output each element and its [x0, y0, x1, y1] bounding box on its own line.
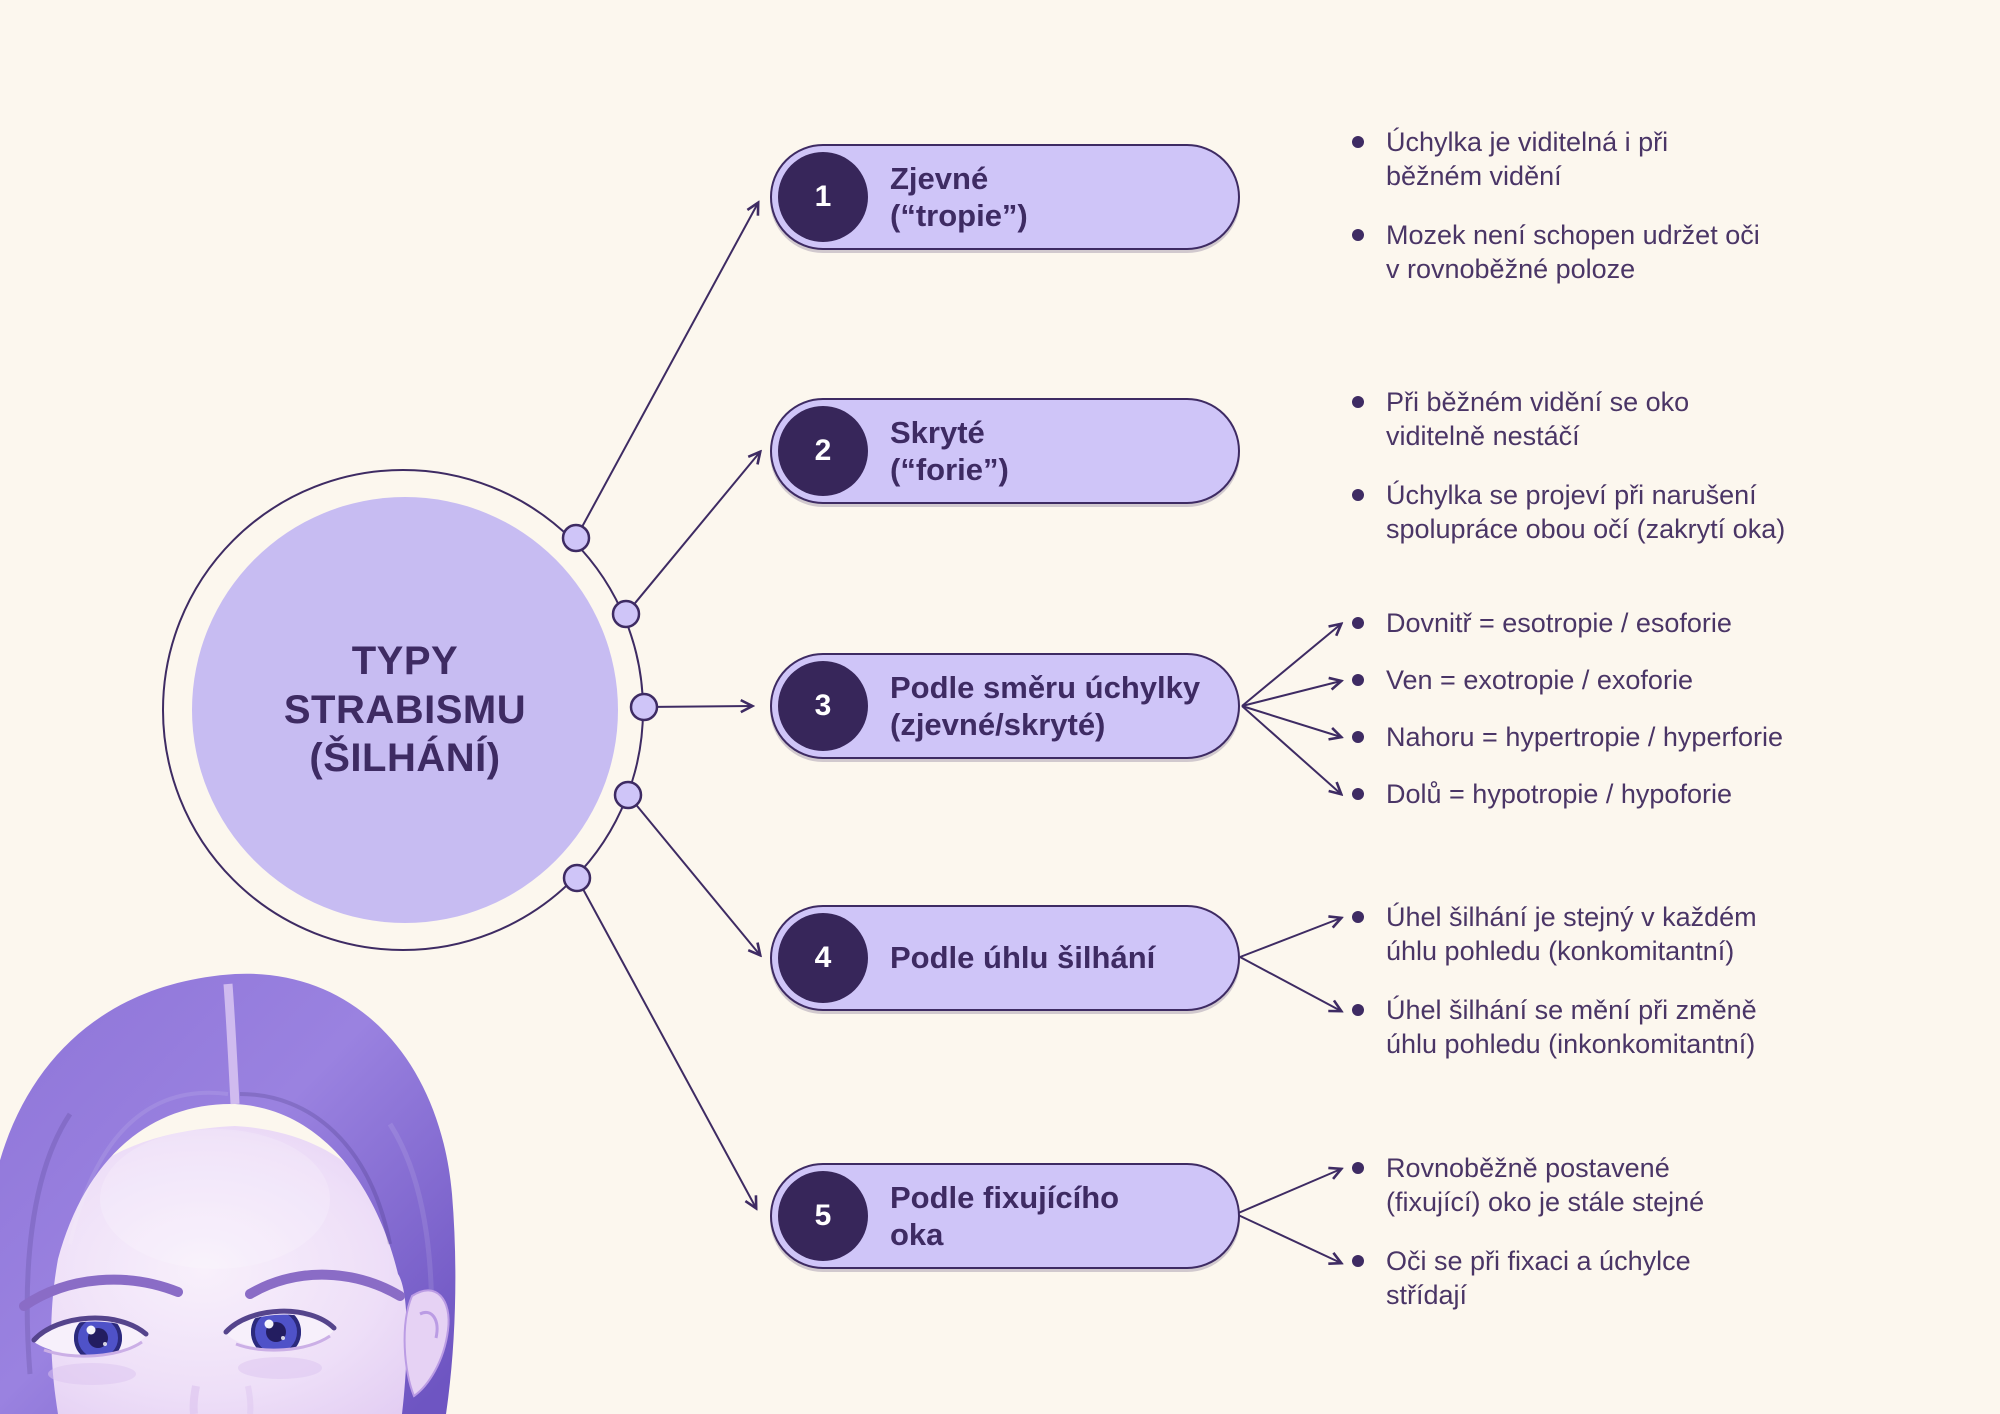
bullet-item: Úchylka je viditelná i při běžném vidění — [1352, 125, 1946, 193]
fan-line-3-3 — [1241, 705, 1341, 737]
bullet-item: Dovnitř = esotropie / esoforie — [1352, 606, 1946, 640]
branch-5-bullet-list: Rovnoběžně postavené (fixující) oko je s… — [1352, 1151, 1946, 1337]
branch-3-title: Podle směru úchylky (zjevné/skryté) — [890, 669, 1201, 742]
branch-1-title: Zjevné (“tropie”) — [890, 160, 1028, 233]
fan-line-4-1 — [1239, 918, 1341, 958]
branch-5-pill: 5 Podle fixujícího oka — [770, 1163, 1240, 1269]
bullet-item: Úhel šilhání se mění při změně úhlu pohl… — [1352, 993, 1946, 1061]
ring-dot-3 — [629, 692, 659, 722]
ring-dot-4 — [613, 780, 643, 810]
branch-4-bullet-list: Úhel šilhání je stejný v každém úhlu poh… — [1352, 900, 1946, 1086]
hair-strand — [68, 1090, 229, 1245]
bullet-item: Úhel šilhání je stejný v každém úhlu poh… — [1352, 900, 1946, 968]
connector-line-branch-2 — [625, 452, 760, 615]
forehead-highlight — [100, 1129, 330, 1269]
hair-strand — [24, 1112, 73, 1375]
left-lash-line — [31, 1315, 149, 1343]
ear-inner — [419, 1311, 439, 1339]
branch-5-title: Podle fixujícího oka — [890, 1179, 1120, 1252]
branch-2-title: Skryté (“forie”) — [890, 414, 1009, 487]
branch-1-pill: 1 Zjevné (“tropie”) — [770, 144, 1240, 250]
connector-line-branch-4 — [627, 794, 760, 955]
branch-3-bullet-list: Dovnitř = esotropie / esoforie Ven = exo… — [1352, 606, 1946, 834]
nose-shading — [189, 1385, 200, 1414]
right-eyebrow — [245, 1269, 405, 1301]
branch-1-number-badge: 1 — [778, 152, 868, 242]
woman-face-photo — [0, 973, 456, 1414]
central-topic-title: TYPY STRABISMU (ŠILHÁNÍ) — [283, 638, 527, 781]
bullet-item: Oči se při fixaci a úchylce střídají — [1352, 1244, 1946, 1312]
hair-strand — [239, 1092, 392, 1245]
fan-line-5-1 — [1235, 1169, 1341, 1215]
branch-4-pill: 4 Podle úhlu šilhání — [770, 905, 1240, 1011]
ring-dot-5 — [562, 863, 592, 893]
branch-5-number-badge: 5 — [778, 1171, 868, 1261]
branch-4-number-badge: 4 — [778, 913, 868, 1003]
ear — [403, 1289, 450, 1398]
bullet-item: Dolů = hypotropie / hypoforie — [1352, 777, 1946, 811]
connector-line-branch-1 — [575, 203, 758, 539]
bullet-item: Rovnoběžně postavené (fixující) oko je s… — [1352, 1151, 1946, 1219]
central-topic: TYPY STRABISMU (ŠILHÁNÍ) — [192, 497, 618, 923]
branch-2-bullet-list: Při běžném vidění se oko viditelně nestá… — [1352, 385, 1946, 571]
bullet-item: Nahoru = hypertropie / hyperforie — [1352, 720, 1946, 754]
fan-line-4-2 — [1239, 956, 1341, 1011]
branch-3-number-badge: 3 — [778, 661, 868, 751]
connector-line-branch-3 — [643, 706, 752, 707]
fan-line-3-2 — [1241, 681, 1341, 707]
branch-2-pill: 2 Skryté (“forie”) — [770, 398, 1240, 504]
bullet-item: Ven = exotropie / exoforie — [1352, 663, 1946, 697]
branch-4-title: Podle úhlu šilhání — [890, 940, 1156, 976]
ring-dot-1 — [561, 523, 591, 553]
hair — [0, 973, 456, 1414]
bullet-item: Při běžném vidění se oko viditelně nestá… — [1352, 385, 1946, 453]
bullet-item: Mozek není schopen udržet oči v rovnoběž… — [1352, 218, 1946, 286]
left-eyebrow — [19, 1274, 183, 1311]
branch-3-pill: 3 Podle směru úchylky (zjevné/skryté) — [770, 653, 1240, 759]
branch-2-number-badge: 2 — [778, 406, 868, 496]
fan-line-3-4 — [1241, 705, 1341, 794]
connector-line-branch-5 — [576, 877, 756, 1208]
hair-center-part — [223, 983, 240, 1105]
ring-dot-2 — [611, 599, 641, 629]
right-lash-line — [223, 1308, 337, 1335]
fan-line-5-2 — [1235, 1213, 1341, 1263]
bullet-item: Úchylka se projeví při narušení spoluprá… — [1352, 478, 1946, 546]
branch-1-bullet-list: Úchylka je viditelná i při běžném vidění… — [1352, 125, 1946, 311]
fan-line-3-1 — [1241, 624, 1341, 707]
